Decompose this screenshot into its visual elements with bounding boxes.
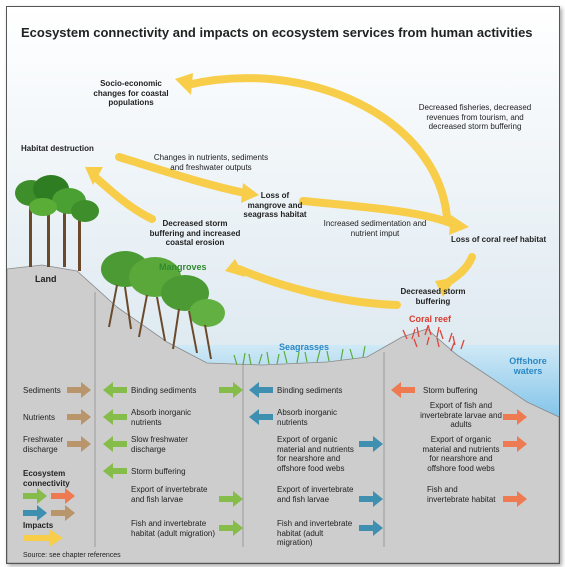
- mangrove-trees: [101, 251, 225, 360]
- label-decreased-storm: Decreased storm buffering: [400, 287, 466, 306]
- seabed: [7, 264, 559, 563]
- mangrove-service: Absorb inorganic nutrients: [131, 408, 192, 427]
- label-decreased-fisheries: Decreased fisheries, decreased revenues …: [418, 103, 532, 131]
- mangrove-service: Export of invertebrate and fish larvae: [131, 485, 208, 504]
- mangrove-service: Slow freshwater discharge: [131, 435, 188, 454]
- legend-connectivity-swatches: [23, 488, 75, 521]
- zone-land: Land: [35, 274, 57, 284]
- diagram-canvas: [7, 7, 559, 563]
- seagrass-service: Fish and invertebrate habitat (adult mig…: [277, 519, 353, 547]
- mangrove-service: Storm buffering: [131, 467, 186, 476]
- land-flow-item: Freshwater discharge: [23, 435, 64, 454]
- seagrass-service: Export of organic material and nutrients…: [277, 435, 354, 473]
- source-note: Source: see chapter references: [23, 552, 121, 559]
- land-flow-item: Sediments: [23, 386, 61, 395]
- mangrove-service: Fish and invertebrate habitat (adult mig…: [131, 519, 216, 538]
- coral-reef: [402, 324, 465, 352]
- label-habitat-destruction: Habitat destruction: [21, 144, 94, 153]
- figure-title: Ecosystem connectivity and impacts on ec…: [21, 25, 533, 40]
- seagrass-arrows: [249, 382, 383, 536]
- label-socio-economic: Socio-economic changes for coastal popul…: [93, 79, 169, 107]
- coral-service: Export of fish and invertebrate larvae a…: [420, 401, 502, 429]
- seagrass-service: Absorb inorganic nutrients: [277, 408, 338, 427]
- mangrove-arrows: [103, 382, 243, 536]
- label-changes-nutrients: Changes in nutrients, sediments and fres…: [153, 153, 269, 172]
- seagrass-plants: [233, 345, 366, 366]
- zone-coral-reef: Coral reef: [409, 314, 452, 324]
- coral-arrows: [391, 382, 527, 507]
- legend-connectivity-label: Ecosystem connectivity: [23, 469, 70, 488]
- land-trees: [15, 175, 99, 271]
- seagrass-service: Export of invertebrate and fish larvae: [277, 485, 354, 504]
- legend-impacts-label: Impacts: [23, 521, 54, 530]
- land-flow-arrows: [67, 382, 91, 452]
- zone-offshore-waters: Offshore waters: [509, 356, 547, 376]
- coral-service: Fish and invertebrate habitat: [427, 485, 496, 504]
- impact-arrows: [91, 74, 476, 309]
- label-increased-sedimentation: Increased sedimentation and nutrient imp…: [323, 219, 427, 238]
- coral-service: Export of organic material and nutrients…: [422, 435, 500, 473]
- label-decreased-storm-erosion: Decreased storm buffering and increased …: [149, 219, 241, 247]
- seagrass-service: Binding sediments: [277, 386, 343, 395]
- label-loss-mangrove: Loss of mangrove and seagrass habitat: [243, 191, 307, 219]
- zone-mangroves: Mangroves: [159, 262, 207, 272]
- coral-service: Storm buffering: [423, 386, 478, 395]
- impact-arrowheads: [85, 73, 469, 297]
- legend-impacts-swatch: [23, 529, 63, 547]
- mangrove-service: Binding sediments: [131, 386, 197, 395]
- zone-seagrasses: Seagrasses: [279, 342, 330, 352]
- land-flow-item: Nutrients: [23, 413, 56, 422]
- label-loss-coral: Loss of coral reef habitat: [451, 235, 547, 244]
- figure-frame: Ecosystem connectivity and impacts on ec…: [6, 6, 560, 564]
